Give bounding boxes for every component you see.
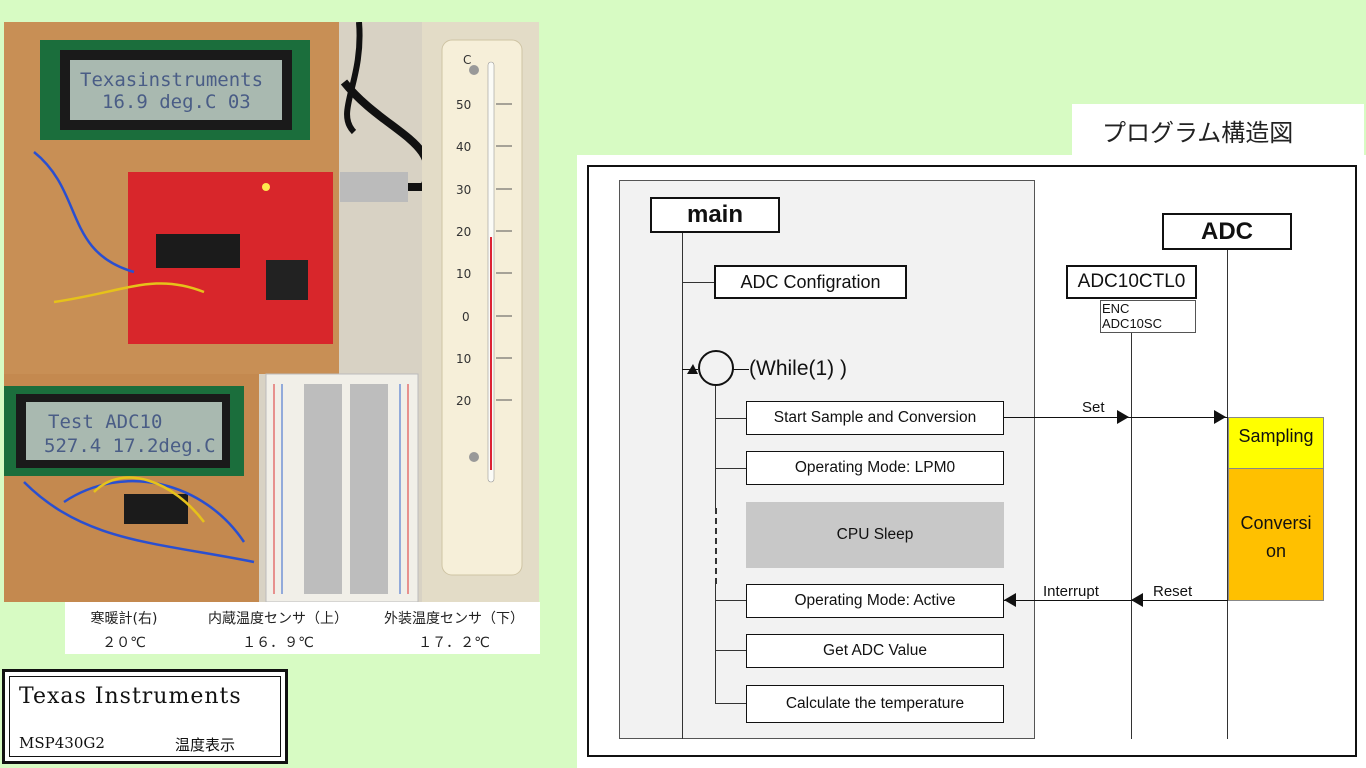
- temperature-caption: 寒暖計(右) ２０℃ 内蔵温度センサ（上） １６．９℃ 外装温度センサ（下） １…: [65, 602, 540, 654]
- step-calculate-temperature: Calculate the temperature: [746, 685, 1004, 723]
- loop-arrow-icon: [687, 364, 698, 374]
- adc-header: ADC: [1162, 213, 1292, 250]
- mcu-chip: [156, 234, 240, 268]
- adc-arrowhead-icon: [1214, 410, 1226, 424]
- step-start-sample-conversion: Start Sample and Conversion: [746, 401, 1004, 435]
- step-operating-mode-lpm0: Operating Mode: LPM0: [746, 451, 1004, 485]
- reset-arrowhead-icon: [1131, 593, 1143, 607]
- svg-text:0: 0: [462, 310, 470, 324]
- step-adc-configuration: ADC Configration: [714, 265, 907, 299]
- caption-external-label: 外装温度センサ（下）: [384, 611, 524, 627]
- set-label: Set: [1082, 399, 1105, 416]
- svg-text:10: 10: [456, 352, 471, 366]
- register-bit-adc10sc: ADC10SC: [1102, 316, 1162, 331]
- board-photo: Texasinstruments 16.9 deg.C 03 Test ADC1…: [4, 22, 539, 602]
- phase-sampling: Sampling: [1228, 417, 1324, 469]
- set-arrow: [1004, 417, 1228, 418]
- ti-brand-name: Texas Instruments: [19, 684, 242, 709]
- caption-external-value: １７．２℃: [418, 635, 490, 651]
- loop-label: (While(1) ): [749, 357, 847, 380]
- set-arrowhead-icon: [1117, 410, 1129, 424]
- diagram-title: プログラム構造図: [1102, 119, 1294, 147]
- main-header: main: [650, 197, 780, 233]
- caption-internal-value: １６．９℃: [242, 635, 314, 651]
- diagram-title-box: プログラム構造図: [1072, 104, 1364, 156]
- reset-label: Reset: [1153, 583, 1193, 600]
- sleep-dashed-line: [715, 508, 717, 584]
- usb-chip: [266, 260, 308, 300]
- svg-text:20: 20: [456, 225, 471, 239]
- interrupt-label: Interrupt: [1043, 583, 1099, 600]
- svg-text:40: 40: [456, 140, 471, 154]
- interrupt-arrow: [1004, 600, 1324, 601]
- caption-internal-label: 内蔵温度センサ（上）: [208, 611, 348, 627]
- step-cpu-sleep: CPU Sleep: [746, 502, 1004, 568]
- lcd-top-screen: [70, 60, 282, 120]
- ti-model: MSP430G2: [19, 734, 105, 752]
- lcd-bottom-line2: 527.4 17.2deg.C: [44, 435, 216, 457]
- thermometer-scale: 50 40 30 20 10 0 10 20: [456, 98, 471, 408]
- step-get-adc-value: Get ADC Value: [746, 634, 1004, 668]
- register-bits: ENC ADC10SC: [1100, 300, 1196, 333]
- register-name: ADC10CTL0: [1066, 265, 1197, 299]
- register-bit-enc: ENC: [1102, 301, 1130, 316]
- ti-brand-box: Texas Instruments MSP430G2 温度表示: [2, 669, 288, 764]
- register-lifeline: [1131, 333, 1132, 739]
- thermometer-unit: C: [463, 53, 471, 67]
- interrupt-arrowhead-icon: [1004, 593, 1016, 607]
- lcd-bottom-screen: [26, 402, 222, 460]
- lcd-bottom-line1: Test ADC10: [48, 411, 162, 433]
- phase-conversion: Conversi on: [1228, 468, 1324, 601]
- svg-text:10: 10: [456, 267, 471, 281]
- main-lifeline: [682, 232, 683, 739]
- adc-lifeline: [1227, 250, 1228, 739]
- lcd-top-line2: 16.9 deg.C 03: [102, 91, 251, 113]
- svg-text:50: 50: [456, 98, 471, 112]
- svg-text:20: 20: [456, 394, 471, 408]
- caption-thermometer-value: ２０℃: [102, 635, 146, 651]
- svg-text:30: 30: [456, 183, 471, 197]
- step-operating-mode-active: Operating Mode: Active: [746, 584, 1004, 618]
- ti-display-label: 温度表示: [175, 736, 236, 754]
- loop-icon: [698, 350, 734, 386]
- caption-thermometer-label: 寒暖計(右): [90, 611, 158, 627]
- usb-connector: [340, 172, 408, 202]
- lcd-top-line1: Texasinstruments: [80, 69, 263, 91]
